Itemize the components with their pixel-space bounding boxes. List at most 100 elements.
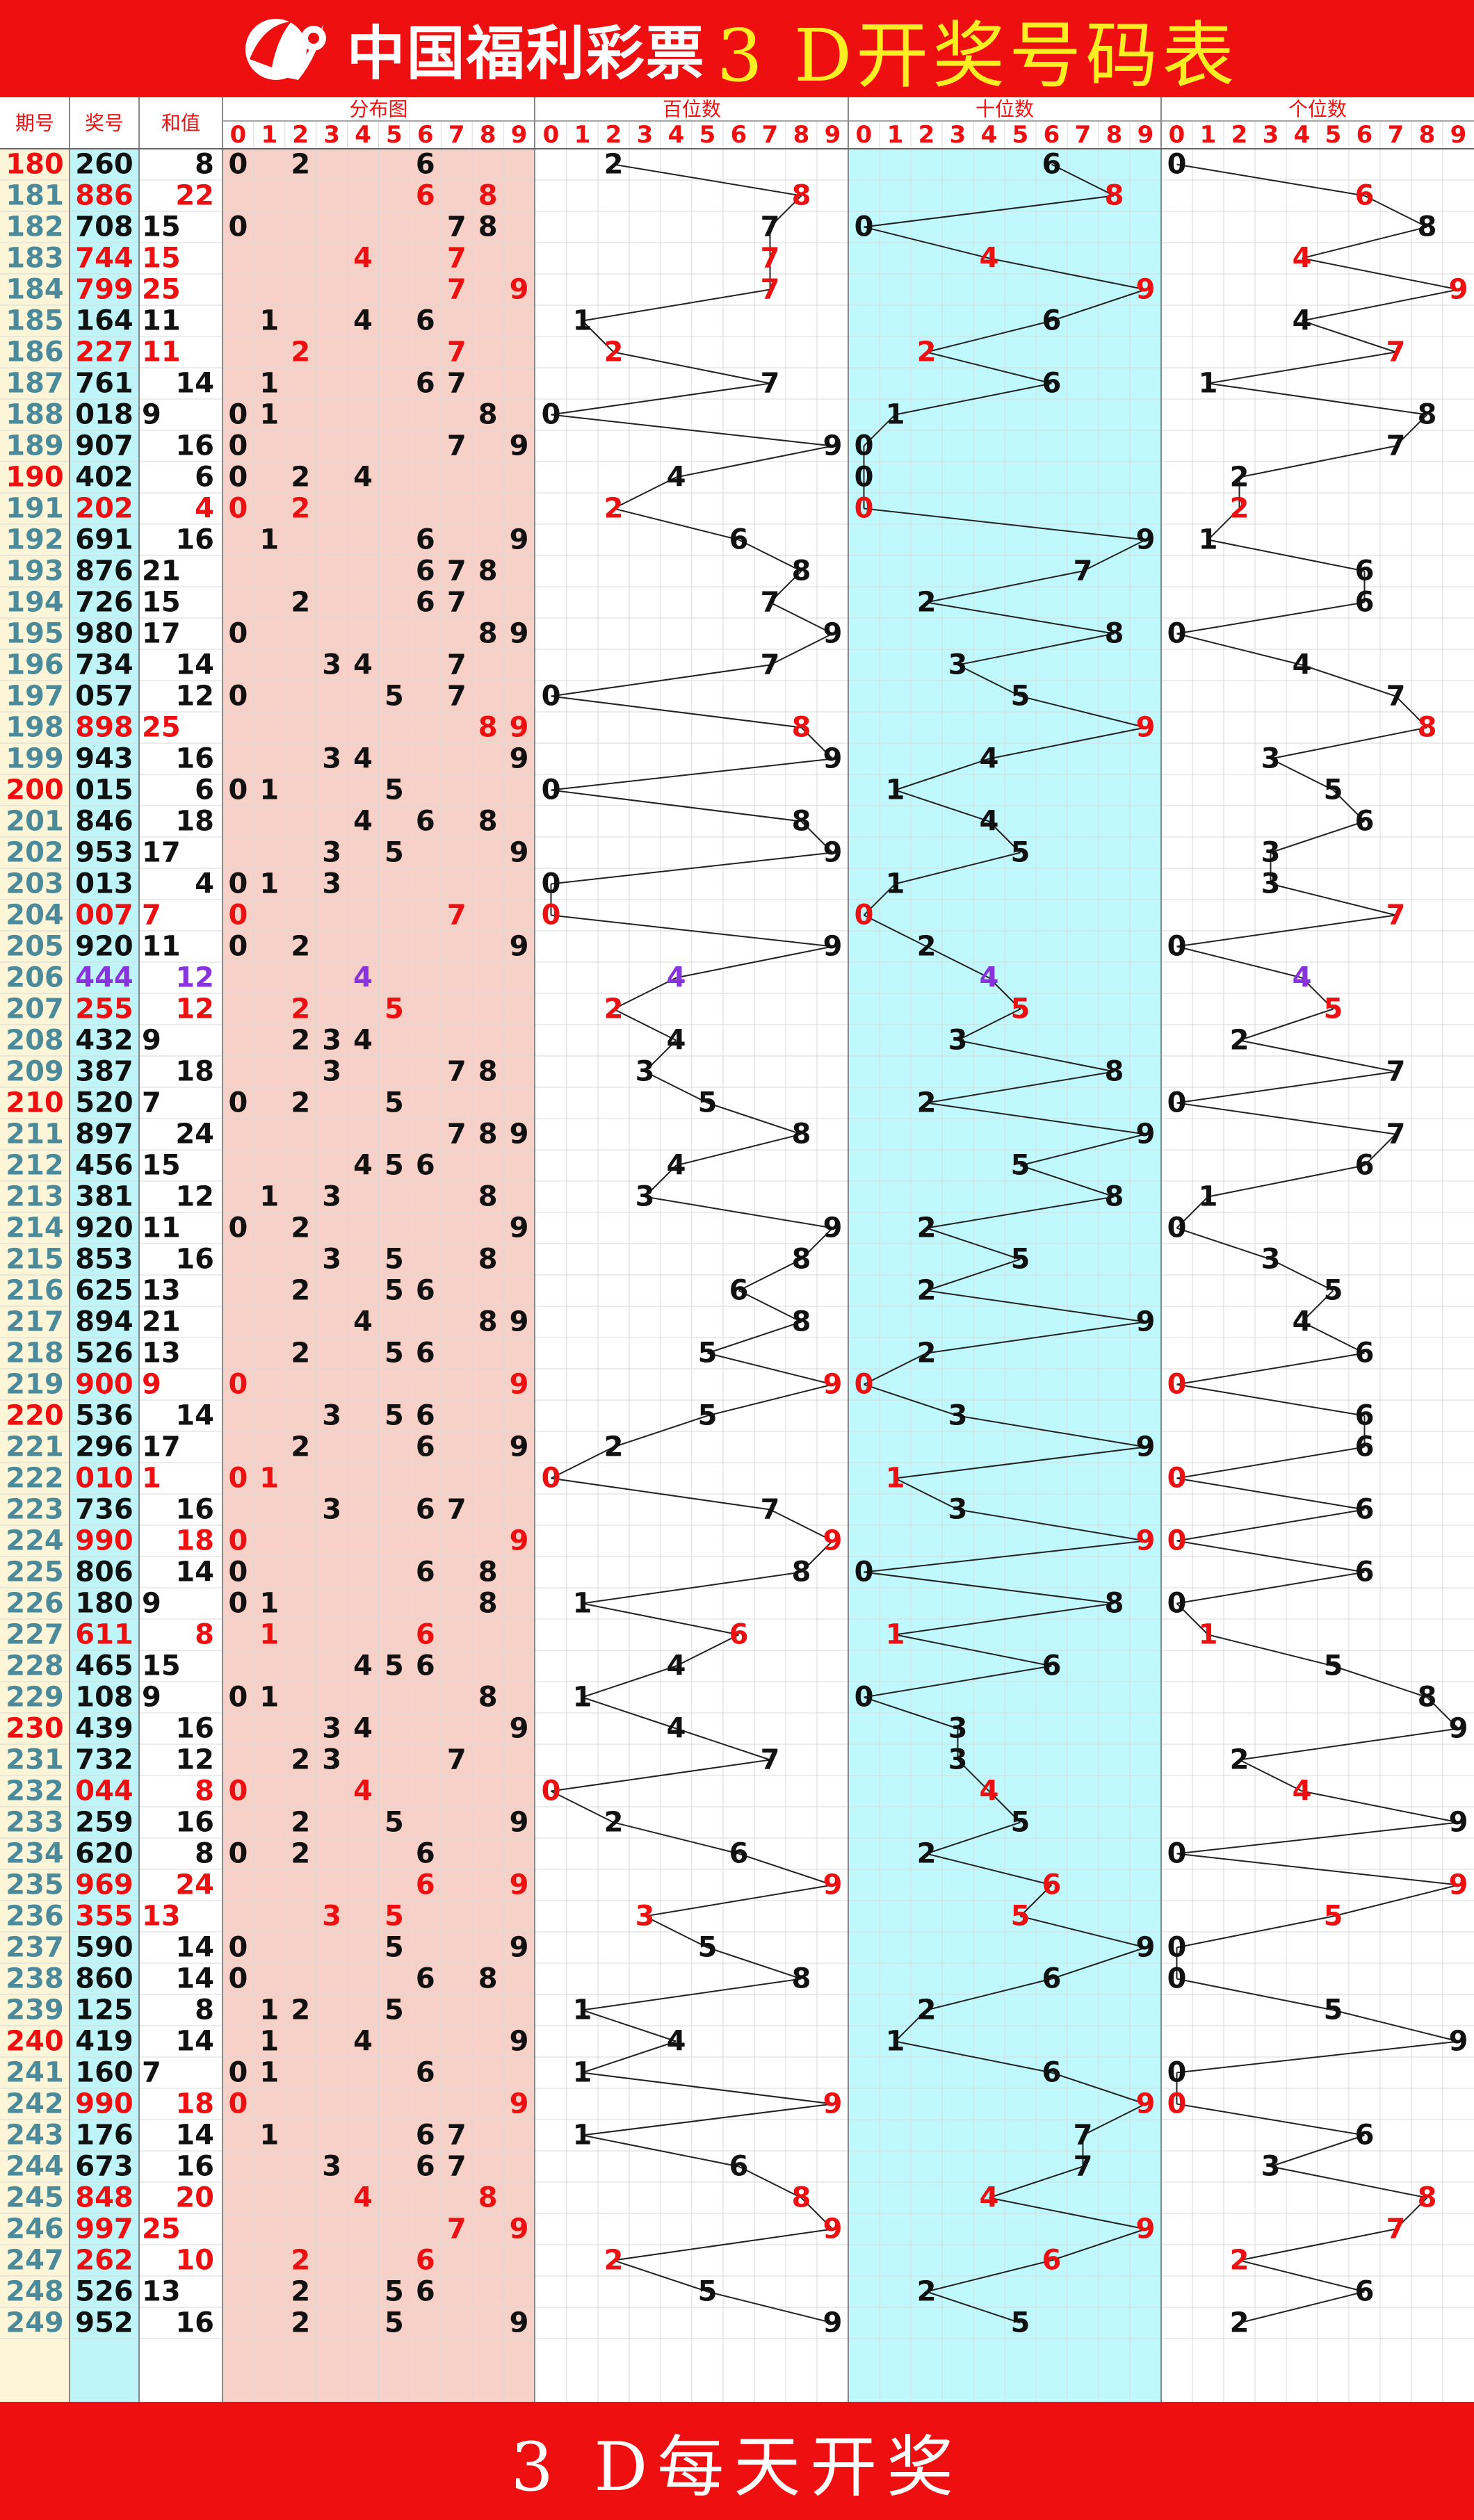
hundreds-trend-segment [551, 789, 802, 822]
period-cell: 192 [6, 524, 64, 556]
distribution-digit: 8 [478, 1588, 498, 1620]
number-cell: 708 [75, 211, 133, 243]
distribution-digit: 5 [384, 1807, 404, 1839]
distribution-digit: 9 [510, 618, 529, 650]
header-banner: 中国福利彩票 3 D开奖号码表 [0, 0, 1474, 98]
period-cell: 191 [6, 493, 64, 525]
units-trend-digit: 5 [1324, 1901, 1343, 1933]
number-cell: 456 [75, 1150, 133, 1182]
tens-trend-segment [926, 1978, 1052, 2011]
tens-trend-digit: 2 [917, 1087, 937, 1119]
distribution-digit: 5 [384, 1087, 404, 1119]
distribution-digit: 5 [384, 993, 404, 1025]
number-cell: 013 [75, 868, 133, 900]
distribution-digit: 2 [291, 462, 310, 494]
units-trend-digit: 0 [1167, 2088, 1187, 2120]
hundreds-trend-digit: 7 [761, 1744, 780, 1776]
hundreds-trend-digit: 4 [667, 1150, 686, 1182]
hundreds-trend-digit: 5 [698, 1338, 718, 1369]
period-cell: 204 [6, 900, 64, 932]
tens-trend-segment [989, 2197, 1146, 2230]
number-cell: 180 [75, 1588, 133, 1620]
distribution-digit-header: 7 [448, 121, 465, 149]
hundreds-trend-digit: 6 [729, 1838, 749, 1870]
number-cell: 018 [75, 399, 133, 431]
tens-trend-segment [864, 1696, 958, 1730]
sum-cell: 14 [175, 1400, 214, 1432]
tens-trend-digit: 2 [917, 1994, 937, 2026]
units-trend-segment [1208, 382, 1427, 416]
sum-cell: 7 [142, 900, 161, 932]
tens-trend-digit: 9 [1136, 1306, 1156, 1338]
tens-trend-segment [1083, 2103, 1146, 2136]
distribution-digit: 8 [478, 555, 498, 587]
hundreds-trend-segment [551, 695, 802, 729]
sum-cell: 17 [142, 618, 181, 650]
units-trend-segment [1270, 2165, 1427, 2199]
number-cell: 846 [75, 806, 133, 838]
tens-trend-segment [988, 977, 1021, 1010]
hundreds-trend-digit: 9 [823, 618, 843, 650]
hundreds-trend-segment [644, 1164, 677, 1198]
tens-trend-segment [926, 601, 1115, 635]
distribution-digit: 1 [259, 1682, 279, 1714]
tens-trend-digit: 9 [1136, 1119, 1156, 1151]
distribution-digit: 0 [229, 618, 248, 650]
hundreds-trend-digit: 9 [823, 1869, 843, 1901]
tens-trend-digit: 5 [1011, 1150, 1030, 1182]
sum-header: 和值 [161, 112, 200, 135]
number-cell: 625 [75, 1275, 133, 1307]
period-cell: 206 [6, 962, 64, 994]
distribution-digit: 0 [229, 1932, 248, 1964]
units-trend-segment [1270, 883, 1396, 916]
hundreds-trend-segment [770, 1509, 833, 1542]
tens-digit-header: 8 [1106, 121, 1123, 149]
distribution-digit: 0 [229, 868, 248, 900]
units-trend-segment [1176, 914, 1396, 948]
number-cell: 886 [75, 180, 133, 212]
sum-cell: 13 [142, 2276, 181, 2308]
sum-cell: 18 [175, 806, 214, 838]
distribution-digit: 5 [384, 1400, 404, 1432]
distribution-digit: 4 [353, 806, 373, 838]
hundreds-trend-segment [551, 382, 770, 416]
hundreds-digit-header: 2 [606, 121, 622, 149]
brand-name: 中国福利彩票 [346, 19, 706, 88]
sum-cell: 9 [142, 1025, 161, 1057]
number-cell: 010 [75, 1463, 133, 1495]
tens-trend-digit: 2 [917, 1212, 937, 1244]
distribution-digit: 7 [447, 681, 467, 713]
sum-cell: 13 [142, 1275, 181, 1307]
distribution-digit: 5 [384, 837, 404, 869]
period-cell: 180 [6, 149, 64, 181]
period-cell: 219 [6, 1369, 64, 1401]
distribution-digit: 5 [384, 2276, 404, 2308]
hundreds-trend-digit: 7 [761, 368, 780, 400]
number-cell: 419 [75, 2026, 133, 2058]
units-digit-header: 2 [1231, 121, 1248, 149]
distribution-digit: 7 [447, 555, 467, 587]
tens-trend-segment [957, 664, 1021, 697]
period-cell: 237 [6, 1932, 64, 1964]
units-trend-segment [1176, 601, 1365, 635]
distribution-digit: 1 [259, 2026, 279, 2058]
distribution-digit: 2 [291, 1807, 310, 1839]
hundreds-trend-segment [582, 2040, 677, 2074]
distribution-digit: 6 [416, 180, 435, 212]
hundreds-trend-digit: 4 [667, 962, 686, 994]
distribution-digit: 4 [353, 649, 373, 681]
units-trend-digit: 7 [1386, 900, 1406, 932]
distribution-digit-header: 8 [480, 121, 496, 149]
sum-cell: 16 [175, 1807, 214, 1839]
footer-banner: 3 D每天开奖 [0, 2402, 1474, 2520]
units-trend-segment [1301, 1290, 1334, 1323]
distribution-digit: 3 [322, 649, 341, 681]
distribution-digit: 4 [353, 1306, 373, 1338]
tens-trend-digit: 2 [917, 587, 937, 619]
hundreds-trend-digit: 1 [573, 1682, 592, 1714]
distribution-digit: 4 [353, 305, 373, 337]
tens-trend-segment [957, 1039, 1115, 1073]
distribution-digit: 0 [229, 1463, 248, 1495]
period-cell: 226 [6, 1588, 64, 1620]
units-trend-digit: 1 [1199, 368, 1218, 400]
